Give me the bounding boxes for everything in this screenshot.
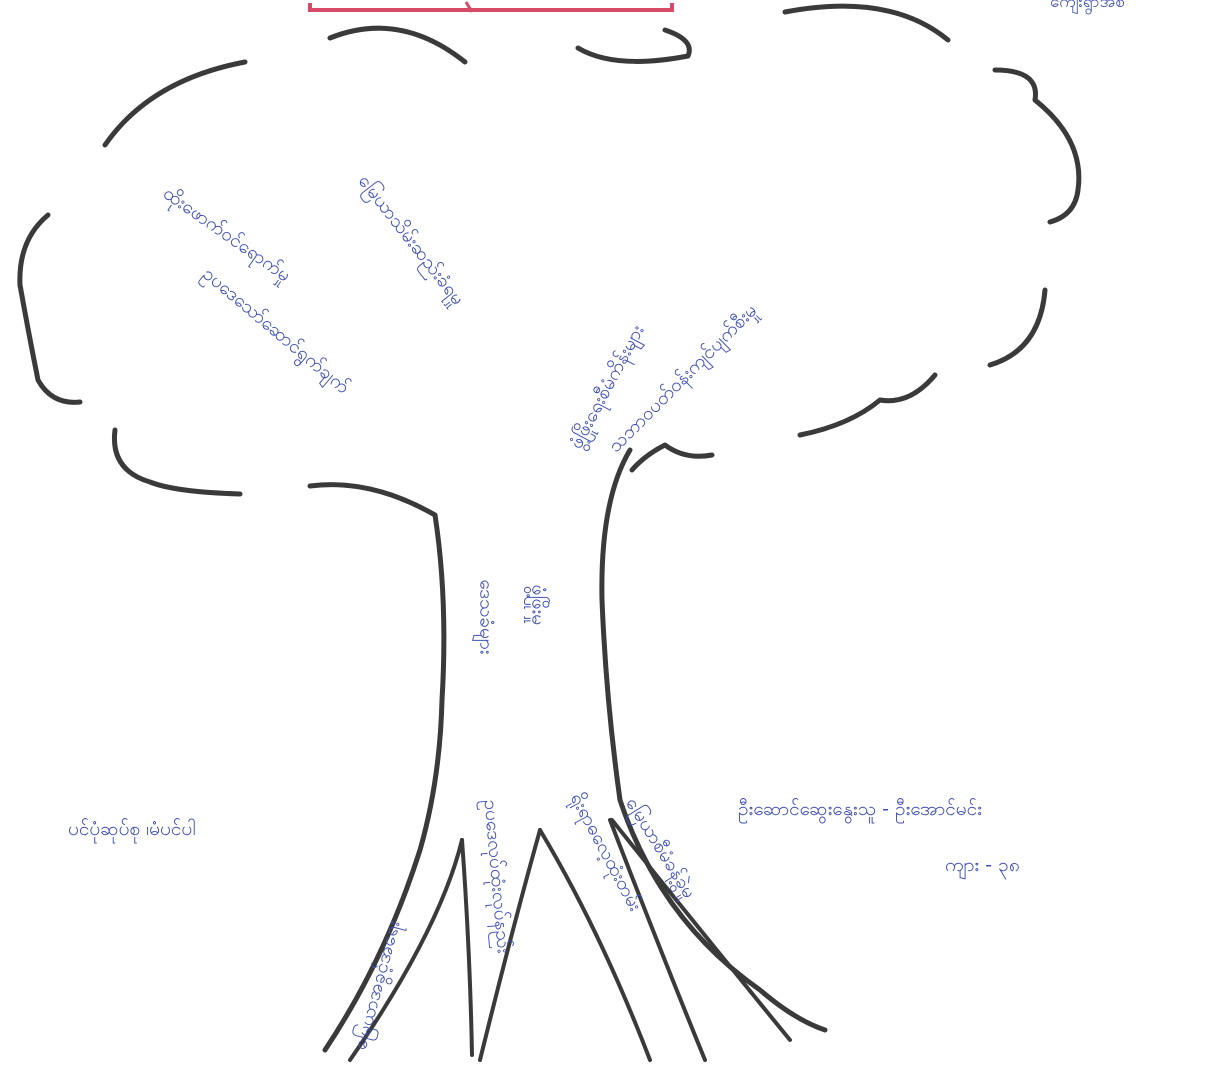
right-caption: ဦးဆောင်ဆွေးနွေးသူ - ဦးအောင်မင်း bbox=[738, 800, 982, 819]
trunk-label-1: ဒေသခံများ bbox=[477, 580, 496, 655]
tree-trunk bbox=[325, 450, 825, 1050]
trunk-label-2: ဖွံ့ဖြိုးမှု bbox=[529, 585, 548, 626]
top-right-caption: ကျေးရွာအစ bbox=[1050, 0, 1125, 11]
left-caption: ပင်ပုံဆုပ်စု ၊မံပင်ပါ bbox=[68, 820, 196, 839]
tree-canopy bbox=[20, 6, 1079, 515]
title-box-edge bbox=[310, 3, 672, 10]
page-number: ကျား - ၃၈ bbox=[945, 856, 1020, 875]
